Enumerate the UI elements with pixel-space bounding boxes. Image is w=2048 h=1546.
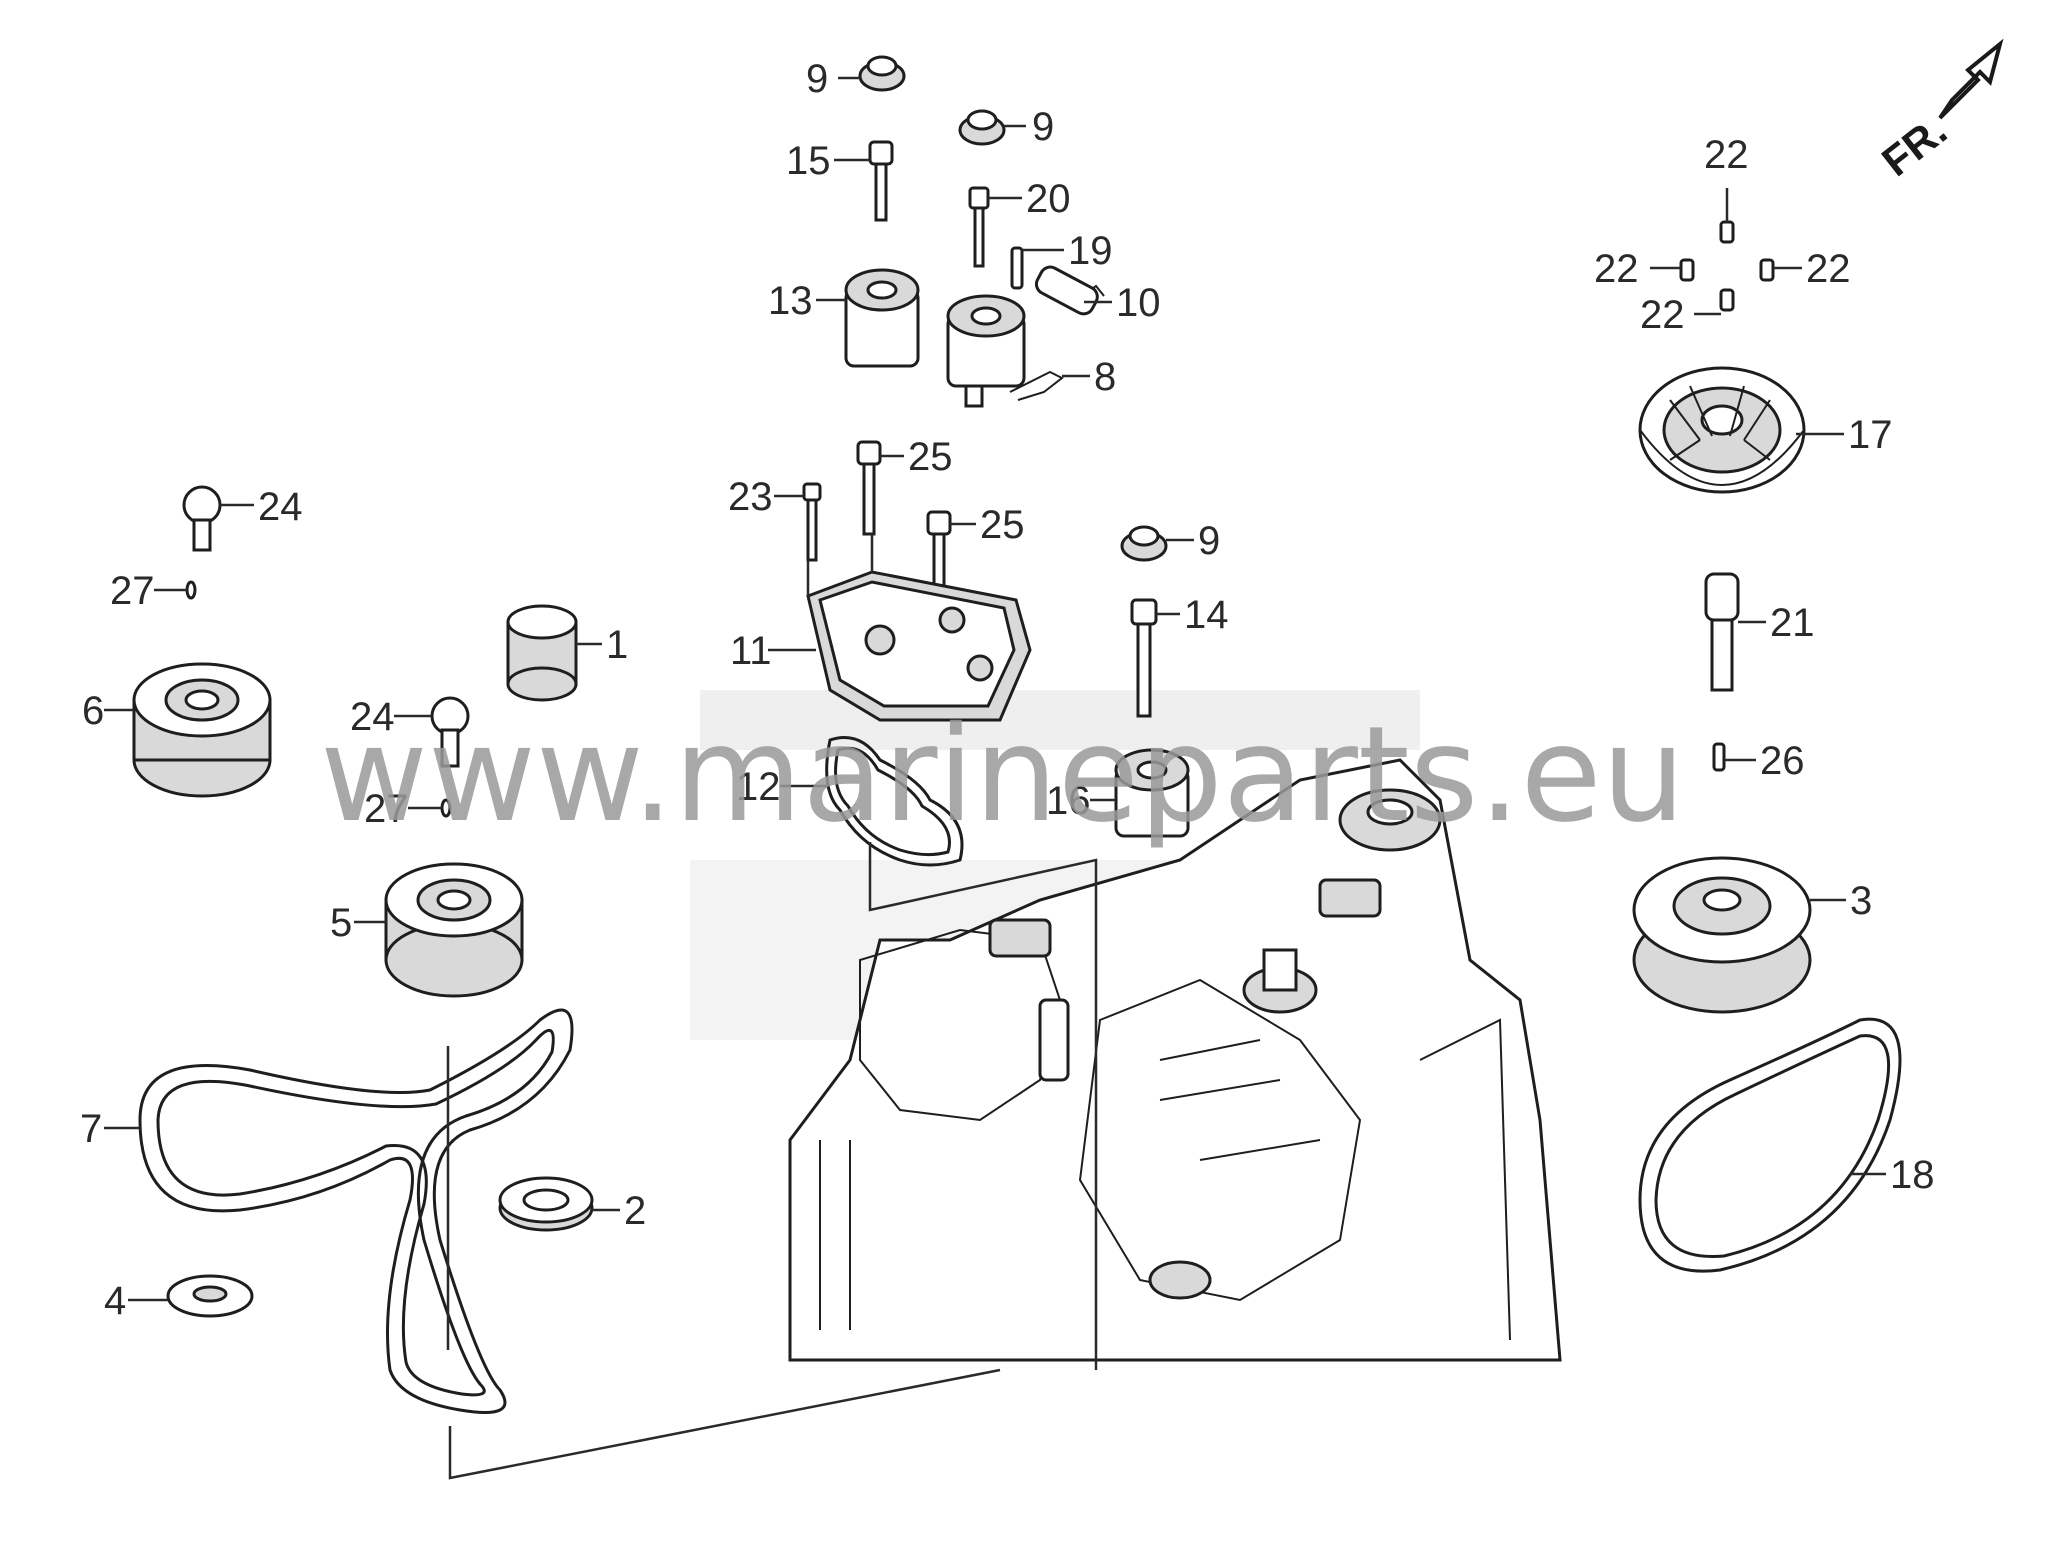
cooling-fan-17 bbox=[1638, 366, 1806, 494]
callout-8: 8 bbox=[1094, 355, 1116, 399]
callout-16: 16 bbox=[1046, 779, 1091, 823]
callout-6: 6 bbox=[82, 689, 104, 733]
bolt-21 bbox=[1704, 572, 1740, 692]
screws-22 bbox=[1679, 220, 1775, 312]
callout-22-left: 22 bbox=[1594, 247, 1639, 291]
callout-20: 20 bbox=[1026, 177, 1071, 221]
washer-27-top bbox=[185, 580, 197, 600]
pin-19 bbox=[1010, 246, 1024, 290]
callout-leaders bbox=[104, 76, 1886, 1302]
cap-nut-9-right bbox=[958, 109, 1006, 146]
callout-7: 7 bbox=[80, 1107, 102, 1151]
watermark: www.marineparts.eu bbox=[320, 698, 1685, 852]
callout-12: 12 bbox=[736, 765, 781, 809]
callout-21: 21 bbox=[1770, 601, 1815, 645]
bolt-20 bbox=[968, 186, 990, 268]
bolt-25-right bbox=[926, 510, 952, 588]
spring-10 bbox=[1034, 265, 1105, 316]
callout-25-right: 25 bbox=[980, 503, 1025, 547]
bolt-24-top bbox=[182, 485, 222, 552]
timing-plate-2 bbox=[498, 1176, 594, 1232]
callout-9-right: 9 bbox=[1032, 105, 1054, 149]
callout-19: 19 bbox=[1068, 229, 1113, 273]
callout-9-top: 9 bbox=[806, 57, 828, 101]
callout-labels: 9 9 15 20 19 13 10 8 22 22 22 22 17 25 2… bbox=[80, 57, 1935, 1323]
cam-pulley-5 bbox=[384, 862, 524, 998]
key-26 bbox=[1712, 742, 1726, 772]
engine-block bbox=[788, 758, 1562, 1362]
bolt-23 bbox=[802, 482, 822, 562]
callout-1: 1 bbox=[606, 623, 628, 667]
cap-nut-9-center bbox=[1120, 525, 1168, 562]
assembly-leader-lines bbox=[446, 534, 1098, 1480]
idler-16 bbox=[1114, 748, 1190, 838]
callout-18: 18 bbox=[1890, 1153, 1935, 1197]
callout-4: 4 bbox=[104, 1279, 126, 1323]
callout-11: 11 bbox=[730, 629, 772, 673]
callout-24-top: 24 bbox=[258, 485, 303, 529]
callout-22-top: 22 bbox=[1704, 133, 1749, 177]
bolt-25-top bbox=[856, 440, 882, 536]
callout-24-middle: 24 bbox=[350, 695, 395, 739]
cam-pulley-6 bbox=[132, 662, 272, 798]
orientation-label: FR. bbox=[1873, 106, 1955, 185]
callout-27-top: 27 bbox=[110, 569, 155, 613]
callout-2: 2 bbox=[624, 1189, 646, 1233]
callout-10: 10 bbox=[1116, 281, 1161, 325]
callout-5: 5 bbox=[330, 901, 352, 945]
callout-25-top: 25 bbox=[908, 435, 953, 479]
gasket-12 bbox=[825, 736, 964, 867]
timing-belt-7 bbox=[138, 1008, 574, 1414]
drive-sprocket-1 bbox=[506, 604, 578, 702]
callout-27-middle: 27 bbox=[364, 787, 409, 831]
callout-3: 3 bbox=[1850, 879, 1872, 923]
tensioner-pulley-8 bbox=[946, 294, 1064, 408]
cap-nut-9-top bbox=[858, 55, 906, 92]
front-direction-arrow: FR. bbox=[1873, 38, 2004, 185]
callout-14: 14 bbox=[1184, 593, 1229, 637]
bolt-14 bbox=[1130, 598, 1158, 718]
bolt-15 bbox=[868, 140, 894, 222]
bracket-11 bbox=[806, 570, 1032, 722]
callout-13: 13 bbox=[768, 279, 813, 323]
callout-26: 26 bbox=[1760, 739, 1805, 783]
callout-23: 23 bbox=[728, 475, 773, 519]
idler-pulley-13 bbox=[844, 268, 920, 368]
callout-9-center: 9 bbox=[1198, 519, 1220, 563]
crank-pulley-3 bbox=[1632, 856, 1812, 1014]
callout-17: 17 bbox=[1848, 413, 1893, 457]
callout-22-right: 22 bbox=[1806, 247, 1851, 291]
v-belt-18 bbox=[1638, 1017, 1902, 1273]
timing-plate-4 bbox=[166, 1274, 254, 1318]
callout-22-bottom: 22 bbox=[1640, 293, 1685, 337]
callout-15: 15 bbox=[786, 139, 831, 183]
